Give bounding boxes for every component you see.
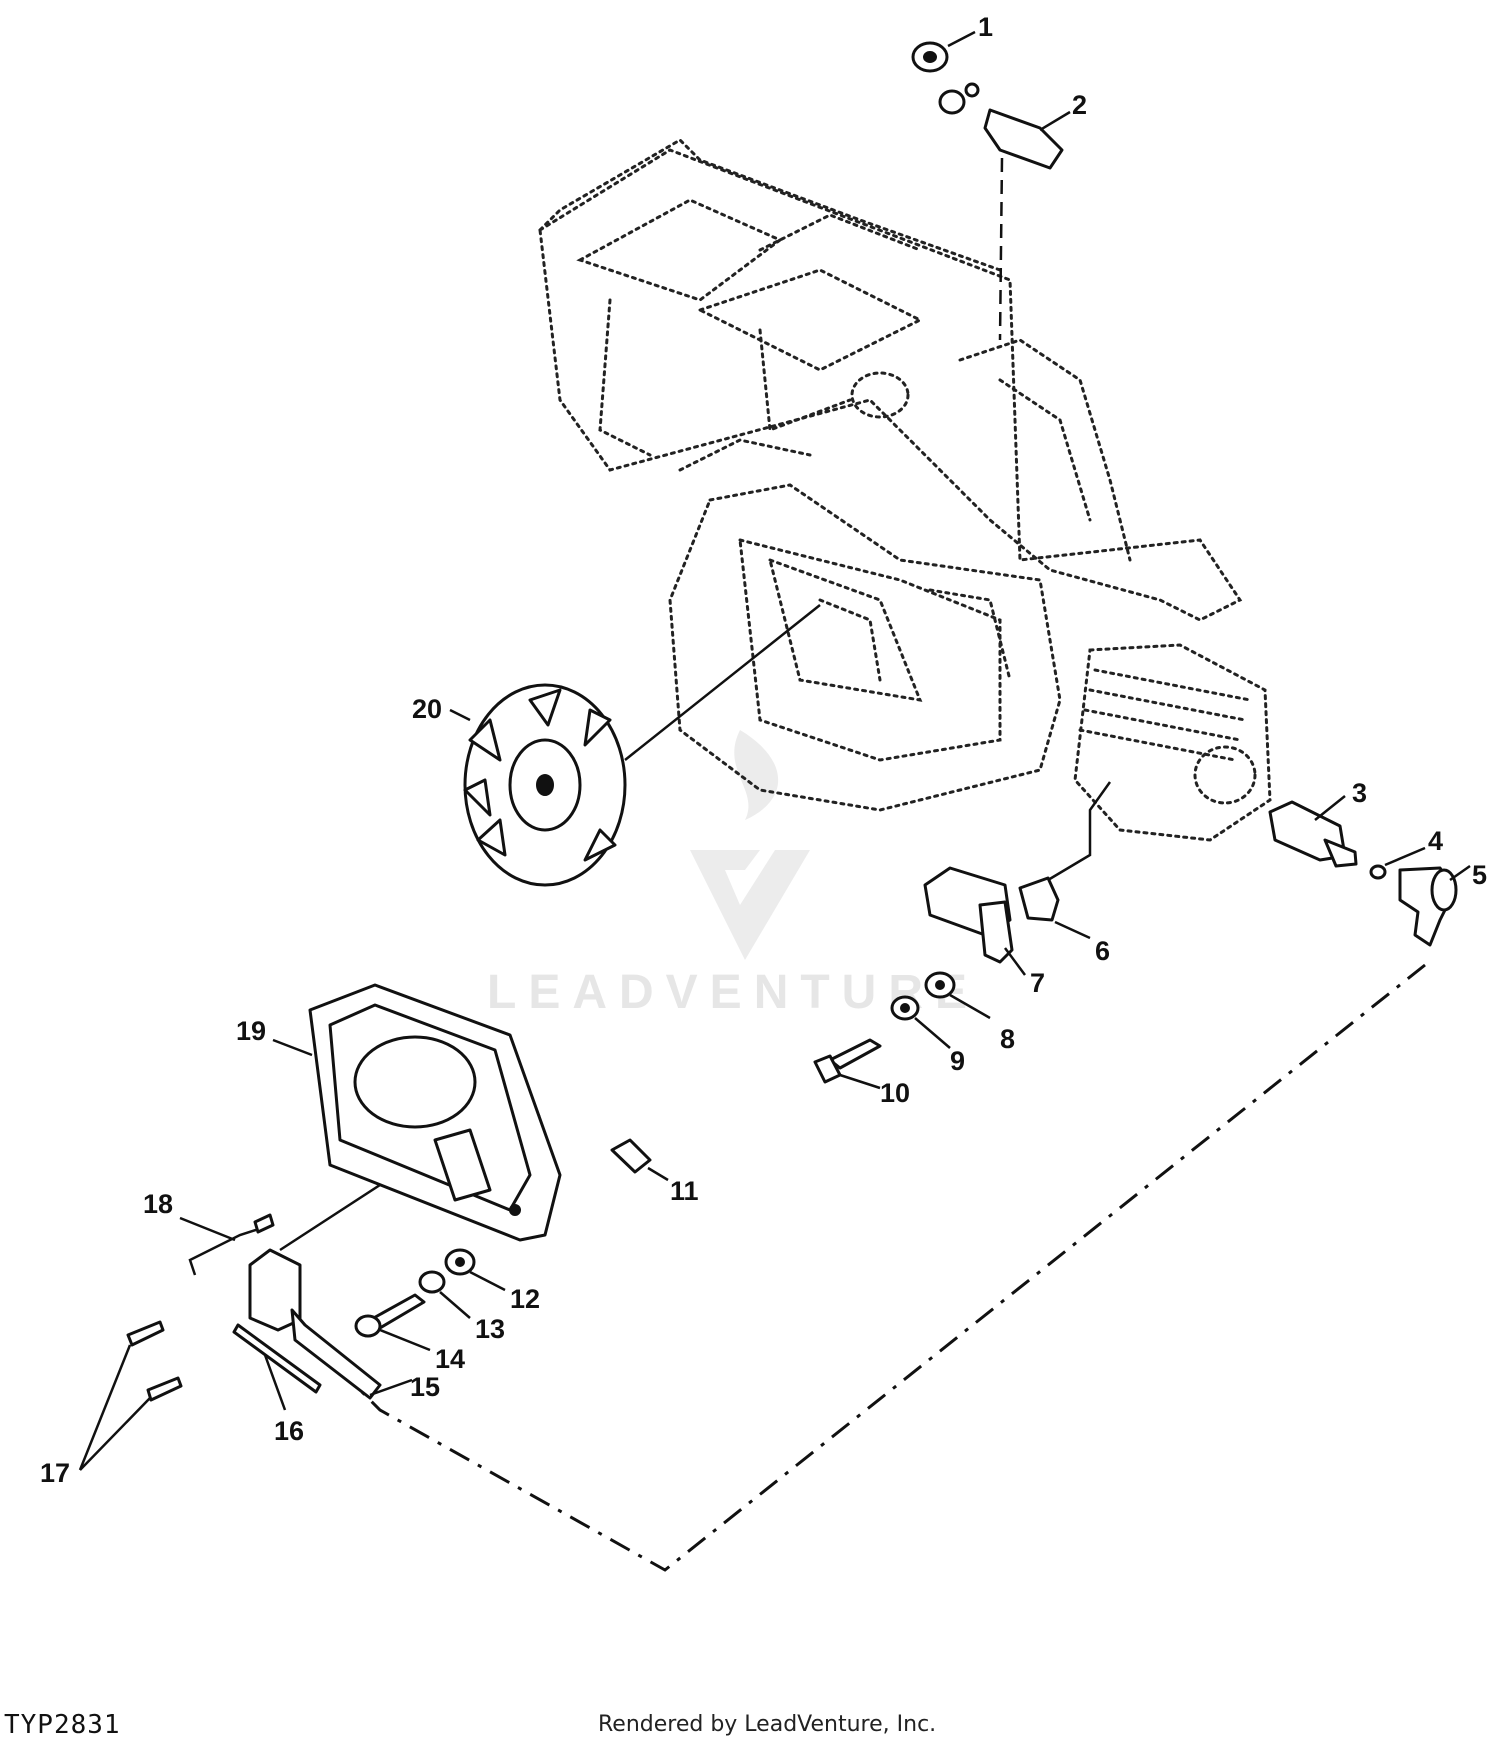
callout-12: 12: [510, 1284, 540, 1314]
callout-3: 3: [1352, 778, 1367, 808]
figure-code: TYP2831: [4, 1710, 121, 1740]
render-credit: Rendered by LeadVenture, Inc.: [598, 1712, 937, 1737]
callout-5: 5: [1472, 860, 1487, 890]
part-10-screw: [813, 1038, 882, 1090]
part-6-bracket: [1018, 781, 1112, 940]
crankcase-outline: [668, 483, 1062, 812]
callout-11: 11: [670, 1176, 699, 1206]
callout-7: 7: [1030, 968, 1045, 998]
part-19-cover: [272, 983, 562, 1242]
callout-2: 2: [1072, 90, 1087, 120]
callout-16: 16: [274, 1416, 304, 1446]
part-14-screw: [354, 1293, 431, 1352]
callout-19: 19: [236, 1016, 266, 1046]
watermark-logo: [690, 730, 810, 960]
part-2-chain-catcher: [938, 82, 1071, 341]
part-5-spark-plug-boot: [1398, 864, 1471, 947]
part-13-lock-washer: [418, 1270, 471, 1319]
callout-18: 18: [143, 1189, 173, 1219]
part-9-lock-washer: [890, 995, 951, 1049]
cylinder-outline: [1073, 643, 1272, 842]
callout-15: 15: [410, 1372, 440, 1402]
callout-9: 9: [950, 1046, 965, 1076]
part-4-washer: [1369, 846, 1426, 880]
watermark: LEADVENTURE: [487, 966, 980, 1019]
part-3-spark-plug: [1268, 795, 1358, 868]
callout-6: 6: [1095, 936, 1110, 966]
part-8-washer: [924, 971, 991, 1020]
part-12-washer: [444, 1248, 506, 1292]
callout-4: 4: [1428, 826, 1443, 856]
part-1-nut: [911, 30, 976, 73]
part-7-ignition-module: [923, 866, 1027, 976]
callout-8: 8: [1000, 1024, 1015, 1054]
callout-13: 13: [475, 1314, 505, 1344]
part-11-clip: [610, 1138, 669, 1182]
chainsaw-housing-outline: [538, 138, 1243, 622]
callout-10: 10: [880, 1078, 910, 1108]
callout-1: 1: [978, 12, 993, 42]
part-17-screws: [78, 1320, 183, 1471]
part-20-flywheel: [449, 604, 821, 887]
part-16-wire: [232, 1323, 322, 1411]
part-18-spring: [179, 1213, 275, 1276]
callout-14: 14: [435, 1344, 465, 1374]
callout-20: 20: [412, 694, 442, 724]
callout-17: 17: [40, 1458, 70, 1488]
